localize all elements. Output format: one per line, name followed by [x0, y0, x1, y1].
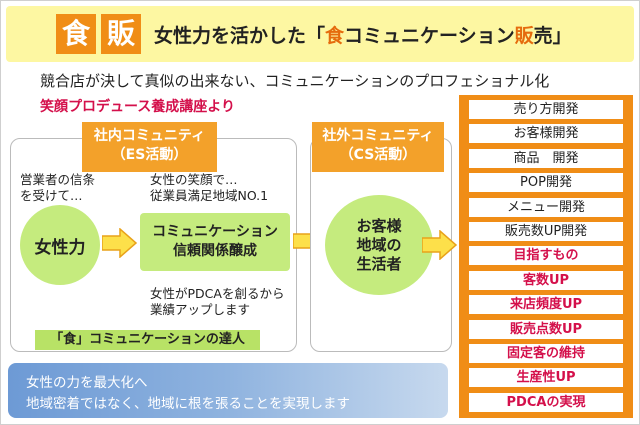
customer-line3: 生活者: [356, 254, 402, 273]
box-line2: 信頼関係醸成: [173, 243, 257, 259]
summary-line1: 女性の力を最大化へ: [26, 375, 148, 391]
customer-circle: お客様 地域の 生活者: [325, 195, 433, 295]
smile-note-line2: 従業員満足地域NO.1: [150, 188, 269, 203]
activity-item: 販売点数UP: [469, 319, 623, 339]
activity-item: POP開発: [469, 173, 623, 193]
customer-line1: お客様: [356, 216, 402, 235]
sales-creed-line1: 営業者の信条: [20, 172, 96, 187]
es-tag: 社内コミュニティ （ES活動）: [82, 122, 217, 172]
customer-line2: 地域の: [356, 235, 402, 254]
title-middle: コミュニケーション: [344, 25, 515, 47]
header-band: 食 販 女性力を活かした「食コミュニケーション販売」: [6, 6, 634, 62]
women-power-circle: 女性力: [20, 205, 100, 285]
logo-char-shoku: 食: [56, 14, 96, 54]
cs-tag: 社外コミュニティ （CS活動）: [312, 122, 444, 172]
summary-line2: 地域密着ではなく、地域に根を張ることを実現します: [26, 396, 350, 412]
sales-creed-note: 営業者の信条 を受けて…: [20, 172, 95, 204]
activity-item: 販売数UP開発: [469, 222, 623, 241]
smile-note-line1: 女性の笑顔で…: [150, 172, 238, 187]
activity-item: PDCAの実現: [469, 392, 623, 412]
arrow-right-icon: [102, 228, 138, 258]
activity-item: 商品 開発: [469, 148, 623, 168]
arrow-right-icon: [422, 230, 458, 260]
pdca-note-line1: 女性がPDCAを創るから: [150, 286, 285, 301]
title-prefix: 女性力を活かした「: [154, 25, 326, 47]
cs-tag-line2: （CS活動）: [339, 147, 417, 163]
es-tag-line1: 社内コミュニティ: [93, 128, 206, 144]
activity-item: 固定客の維持: [469, 344, 623, 363]
page-title: 女性力を活かした「食コミュニケーション販売」: [154, 21, 572, 48]
es-tag-line2: （ES活動）: [111, 147, 188, 163]
activity-column: 売り方開発お客様開発商品 開発 POP開発メニュー開発販売数UP開発目指すもの客数…: [459, 95, 633, 418]
box-line1: コミュニケーション: [152, 224, 278, 240]
pdca-note-line2: 業績アップします: [150, 302, 251, 317]
sales-creed-line2: を受けて…: [20, 188, 83, 203]
logo-char-han: 販: [101, 14, 141, 54]
title-highlight-shoku: 食: [325, 25, 345, 47]
summary-band: 女性の力を最大化へ 地域密着ではなく、地域に根を張ることを実現します: [8, 363, 448, 418]
master-label: 「食」コミュニケーションの達人: [35, 330, 260, 350]
title-suffix: 売」: [533, 25, 572, 47]
activity-item: 来店頻度UP: [469, 295, 623, 315]
subtitle: 競合店が決して真似の出来ない、コミュニケーションのプロフェショナル化: [40, 72, 550, 90]
pdca-note: 女性がPDCAを創るから 業績アップします: [150, 286, 284, 318]
cs-tag-line1: 社外コミュニティ: [322, 128, 434, 144]
title-highlight-han: 販: [514, 25, 534, 47]
activity-item: 客数UP: [469, 270, 623, 290]
activity-item: 生産性UP: [469, 368, 623, 388]
activity-item: 目指すもの: [469, 246, 623, 266]
source-note: 笑顔プロデュース養成講座より: [40, 99, 236, 115]
smile-note: 女性の笑顔で… 従業員満足地域NO.1: [150, 172, 268, 204]
communication-trust-box: コミュニケーション 信頼関係醸成: [140, 213, 290, 271]
activity-item: お客様開発: [469, 124, 623, 144]
activity-item: メニュー開発: [469, 197, 623, 217]
activity-item: 売り方開発: [469, 100, 623, 119]
